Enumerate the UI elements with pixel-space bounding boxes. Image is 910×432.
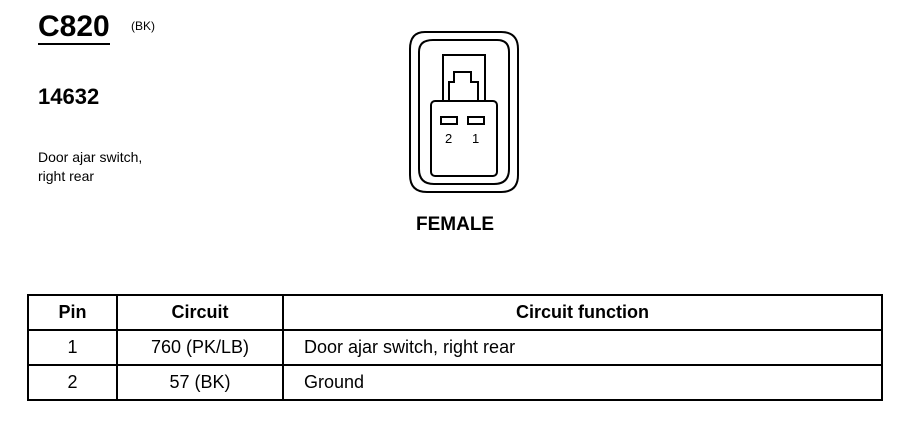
description-line-1: Door ajar switch, <box>38 149 143 165</box>
connector-face-diagram <box>409 31 519 193</box>
pin-terminal-1 <box>467 116 485 125</box>
connector-inner-shell <box>418 39 510 185</box>
connector-outer-shell <box>409 31 519 193</box>
pin-number: 1 <box>27 329 118 366</box>
header-circuit: Circuit <box>116 294 284 331</box>
connector-id: C820 <box>38 10 110 45</box>
table-row: 2 57 (BK) Ground <box>27 364 883 401</box>
header-circuit-function: Circuit function <box>282 294 883 331</box>
circuit-function: Ground <box>282 364 883 401</box>
pin-label-2: 2 <box>445 131 453 146</box>
pin-cavity-block <box>430 100 498 177</box>
circuit-function: Door ajar switch, right rear <box>282 329 883 366</box>
lock-tab-latch <box>448 71 479 101</box>
header-pin: Pin <box>27 294 118 331</box>
pin-label-1: 1 <box>472 131 480 146</box>
circuit-code: 57 (BK) <box>116 364 284 401</box>
connector-description: Door ajar switch, right rear <box>38 148 142 186</box>
connector-gender-label: FEMALE <box>416 214 495 235</box>
pin-number: 2 <box>27 364 118 401</box>
table-row: 1 760 (PK/LB) Door ajar switch, right re… <box>27 329 883 366</box>
description-line-2: right rear <box>38 168 95 184</box>
pin-terminal-2 <box>440 116 458 125</box>
connector-color-code: (BK) <box>131 19 155 33</box>
pin-table-header: Pin Circuit Circuit function <box>27 294 883 331</box>
circuit-code: 760 (PK/LB) <box>116 329 284 366</box>
part-number: 14632 <box>38 84 100 109</box>
pin-table: Pin Circuit Circuit function 1 760 (PK/L… <box>27 294 883 401</box>
